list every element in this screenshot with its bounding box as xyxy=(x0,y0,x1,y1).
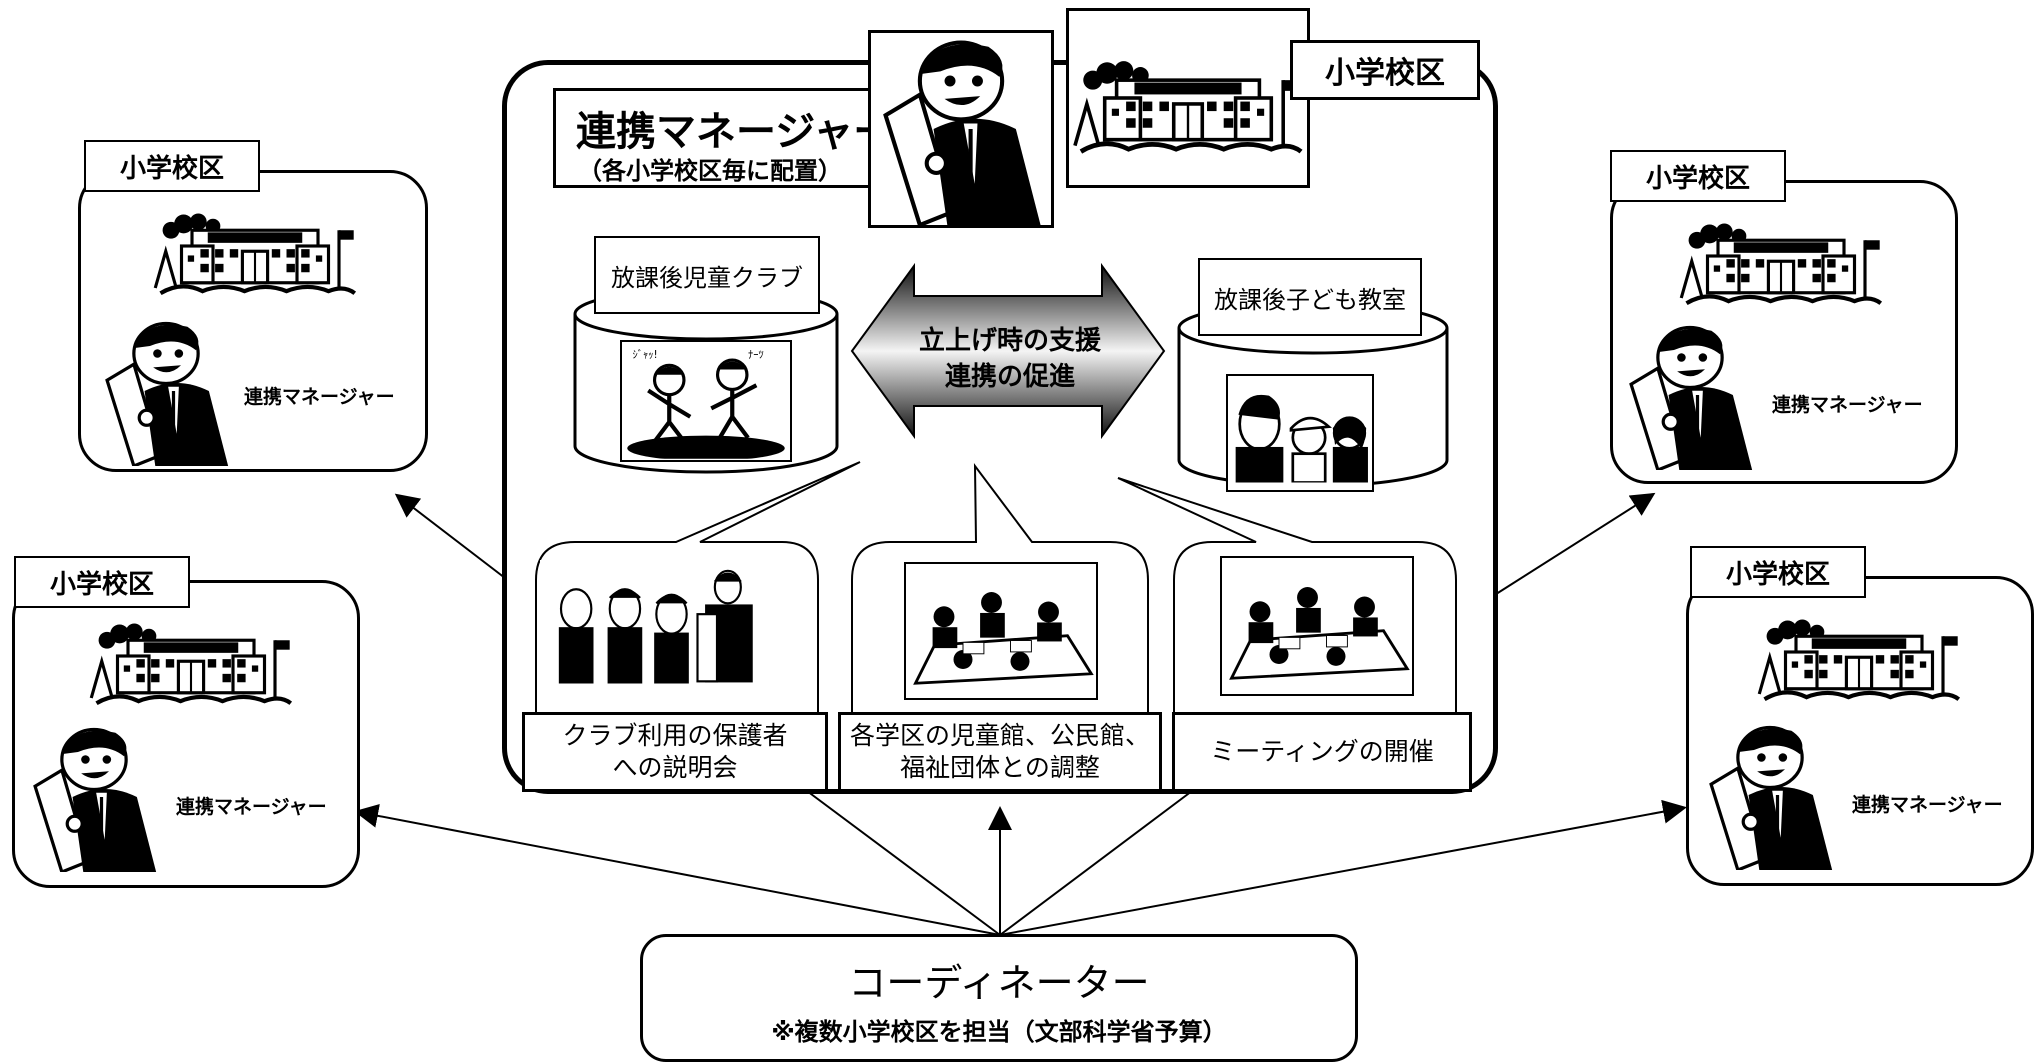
activity-caption-coordination: 各学区の児童館、公民館、 福祉団体との調整 xyxy=(838,712,1162,792)
district-label-top-left: 小学校区 xyxy=(84,140,260,192)
coordination-meeting-illustration xyxy=(904,562,1098,700)
center-district-label: 小学校区 xyxy=(1290,40,1480,100)
school-illustration xyxy=(1066,8,1310,188)
manager-icon xyxy=(1700,720,1840,870)
school-icon xyxy=(1676,196,1886,316)
manager-icon xyxy=(24,722,164,872)
manager-illustration xyxy=(868,30,1054,228)
school-icon xyxy=(150,186,360,306)
team-meeting-illustration xyxy=(1220,556,1414,696)
coordinator-box xyxy=(640,934,1358,1062)
activity-caption-meeting: ミーティングの開催 xyxy=(1172,712,1472,792)
manager-icon xyxy=(96,316,236,466)
children-playing-illustration xyxy=(620,340,792,462)
district-label-bottom-left: 小学校区 xyxy=(14,556,190,608)
district-manager-label-bottom-right: 連携マネージャー xyxy=(1852,794,2003,816)
coordinator-subtitle: ※複数小学校区を担当（文部科学省予算） xyxy=(771,1018,1227,1046)
district-label-bottom-right: 小学校区 xyxy=(1690,546,1866,598)
parents-briefing-illustration xyxy=(540,560,764,690)
manager-subtitle: （各小学校区毎に配置） xyxy=(578,157,842,185)
district-label-top-right: 小学校区 xyxy=(1610,150,1786,202)
support-double-arrow xyxy=(850,262,1166,440)
district-manager-label-top-left: 連携マネージャー xyxy=(244,386,395,408)
manager-title: 連携マネージャー xyxy=(576,109,894,155)
district-manager-label-bottom-left: 連携マネージャー xyxy=(176,796,327,818)
coordinator-title: コーディネーター xyxy=(848,961,1150,1005)
arrow-text-line2: 連携の促進 xyxy=(944,362,1075,392)
manager-title-box: 連携マネージャー （各小学校区毎に配置） xyxy=(553,88,893,188)
after-school-club-label: 放課後児童クラブ xyxy=(594,236,820,314)
manager-icon xyxy=(1620,320,1760,470)
school-icon xyxy=(1754,592,1964,712)
activity-caption-parents: クラブ利用の保護者 への説明会 xyxy=(522,712,828,792)
children-classroom-label: 放課後子ども教室 xyxy=(1198,258,1422,336)
teacher-children-illustration xyxy=(1226,374,1374,492)
school-icon xyxy=(86,596,296,716)
arrow-text-line1: 立上げ時の支援 xyxy=(918,326,1101,356)
district-manager-label-top-right: 連携マネージャー xyxy=(1772,394,1923,416)
